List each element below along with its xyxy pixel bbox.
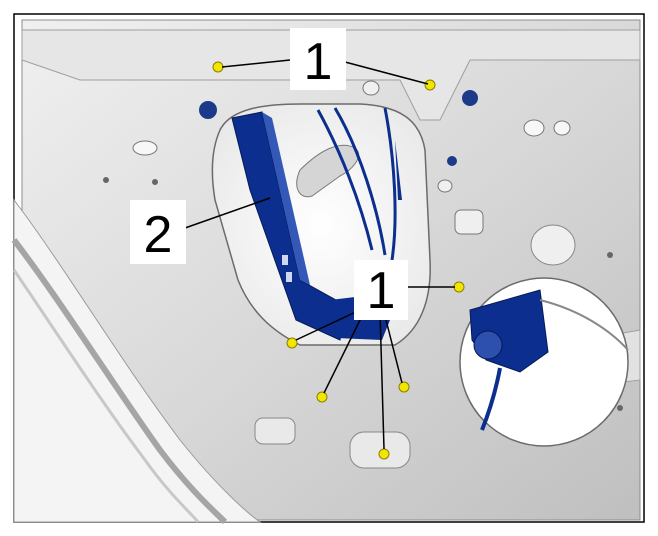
- callout-label-top: 1: [304, 33, 333, 91]
- bolt-markers: [212, 61, 465, 460]
- callout-center: 1: [354, 260, 408, 320]
- callout-top: 1: [290, 28, 346, 91]
- bolt-marker: [286, 337, 298, 349]
- callout-left: 2: [130, 200, 186, 264]
- bolt-marker: [398, 381, 410, 393]
- bolt-marker: [212, 61, 224, 73]
- bolt-marker: [453, 281, 465, 293]
- bolt-marker: [378, 448, 390, 460]
- speaker-opening: [459, 277, 629, 447]
- bolt-marker: [424, 79, 436, 91]
- callout-label-left: 2: [144, 206, 173, 264]
- leader-lines: [184, 59, 455, 450]
- bolt-marker: [316, 391, 328, 403]
- callout-label-center: 1: [367, 262, 396, 320]
